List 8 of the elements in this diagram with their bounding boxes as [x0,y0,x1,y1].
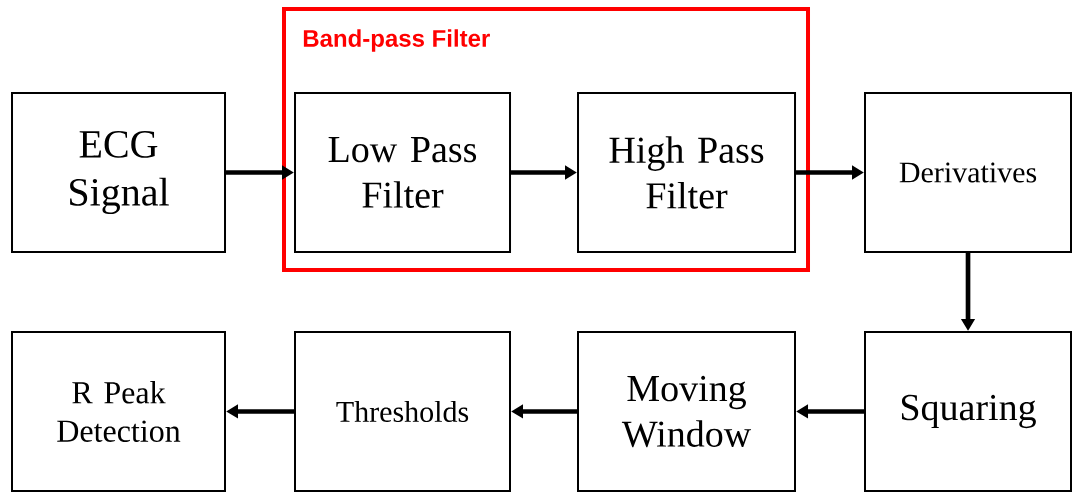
process-box: ECG Signal [11,92,226,253]
process-box: Squaring [864,331,1072,492]
process-box: High Pass Filter [577,92,796,253]
process-box: Derivatives [864,92,1072,253]
process-box: Thresholds [294,331,511,492]
process-box: R Peak Detection [11,331,226,492]
process-box: Moving Window [577,331,796,492]
process-box: Low Pass Filter [294,92,511,253]
